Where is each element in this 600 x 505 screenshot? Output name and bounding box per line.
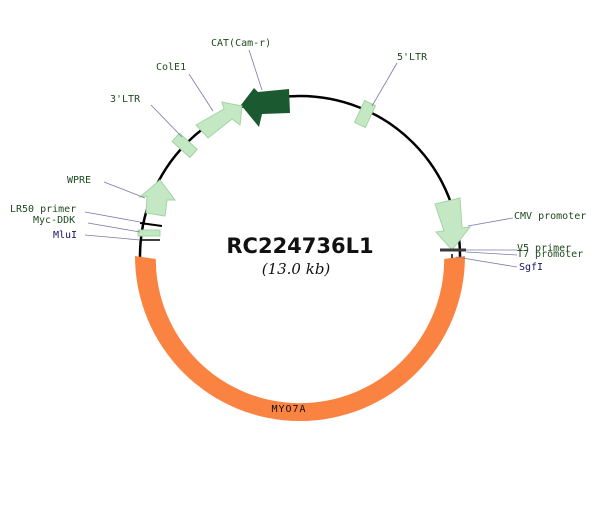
t7-label: T7 promoter [517,249,583,260]
mycddk-label: Myc-DDK [33,215,75,226]
ltr3-feature [171,132,198,159]
ltr5-leader [371,62,398,107]
sgfi-label: SgfI [519,262,543,273]
ltr3-leader [150,104,183,138]
cole1-leader [188,73,214,112]
cmv-promoter-arrow [434,197,472,251]
cmv-leader [467,217,514,227]
plasmid-name: RC224736L1 [226,234,373,258]
cat-label: CAT(Cam-r) [211,38,271,49]
cole1-label: ColE1 [156,62,186,73]
wpre-arrow [138,179,176,217]
ltr5-label: 5'LTR [397,52,428,63]
plasmid-size: (13.0 kb) [262,260,331,278]
myc-ddk-feature [137,229,161,237]
mlui-leader [84,234,141,241]
lr50-label: LR50 primer [10,204,76,215]
myo7a-gene-label: MYO7A [271,404,306,415]
ltr5-feature [353,99,377,129]
t7-leader [465,251,518,256]
sgfi-leader [455,256,518,268]
wpre-leader [103,181,146,199]
cole1-arrow [195,101,243,139]
cat-leader [248,49,263,91]
cmv-label: CMV promoter [514,211,586,222]
wpre-label: WPRE [67,175,91,186]
v5-label: V5 primer [517,243,571,254]
myo7a-gene-arc [135,256,465,421]
ltr3-label: 3'LTR [110,94,141,105]
mlui-label: MluI [53,230,77,241]
cat-cam-r-arrow [241,88,290,127]
lr50-leader [84,211,141,223]
lr50-primer-mark [139,222,163,227]
mycddk-leader [87,222,141,233]
